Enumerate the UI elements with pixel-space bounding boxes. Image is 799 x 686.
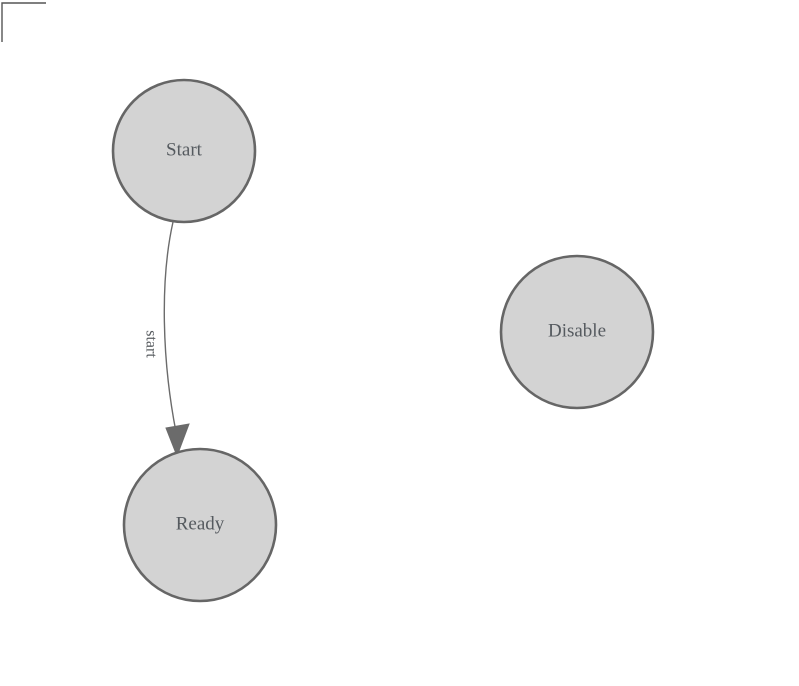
node-ready-circle[interactable] <box>122 447 278 603</box>
node-ready-label: Ready <box>176 513 225 534</box>
node-disable-label: Disable <box>548 320 606 341</box>
node-disable-circle[interactable] <box>499 254 655 410</box>
node-start[interactable]: Start <box>111 78 257 224</box>
node-start-circle[interactable] <box>111 78 257 224</box>
node-start-label: Start <box>166 139 203 160</box>
node-ready[interactable]: Ready <box>122 447 278 603</box>
node-disable[interactable]: Disable <box>499 254 655 410</box>
arrowhead-icon <box>165 423 190 458</box>
edge-start-to-ready[interactable]: start <box>142 221 190 458</box>
canvas-corner-mark-icon <box>1 2 46 42</box>
edge-path <box>163 221 177 433</box>
edge-label-start: start <box>142 330 159 358</box>
